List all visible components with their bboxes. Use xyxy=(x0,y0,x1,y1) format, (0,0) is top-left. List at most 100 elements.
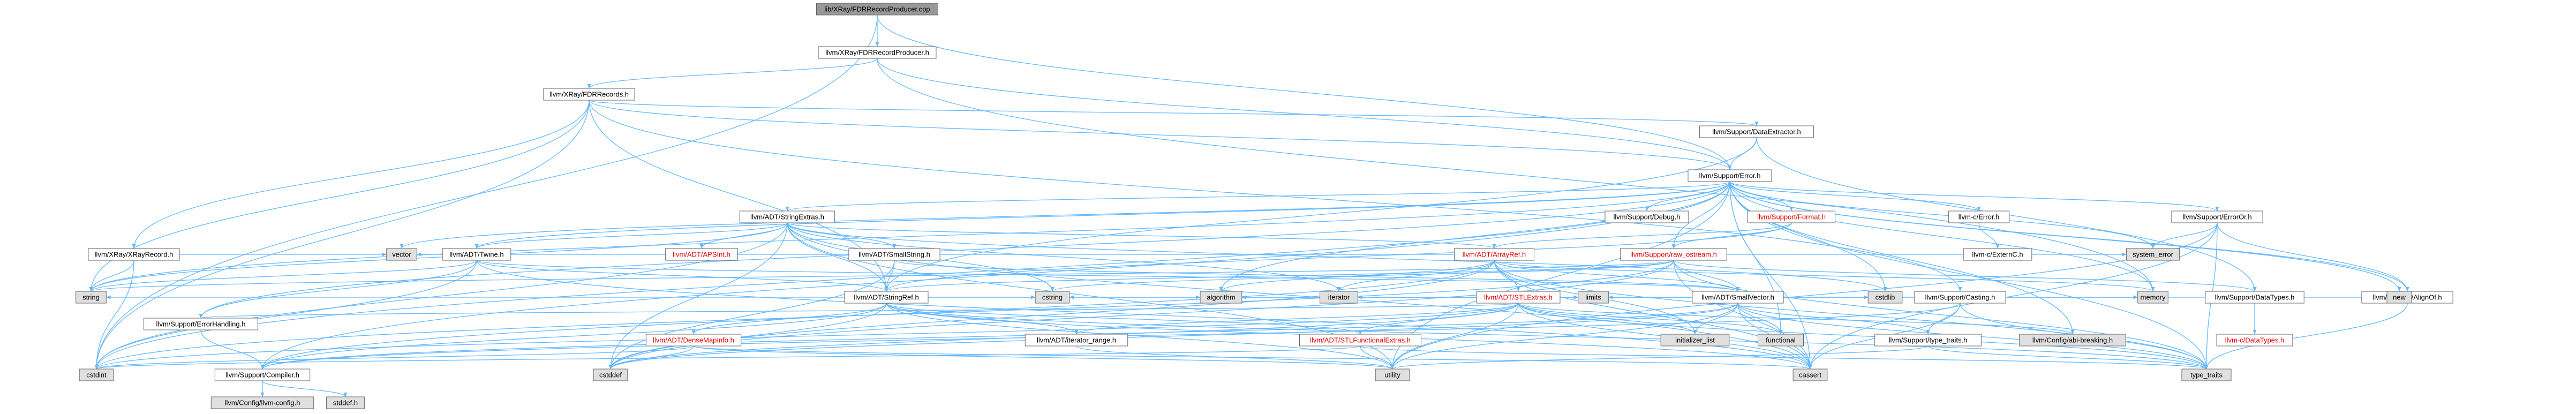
node-label: utility xyxy=(1384,371,1400,379)
node-datatypes-h[interactable]: llvm/Support/DataTypes.h xyxy=(2205,291,2304,304)
node-fdrrecords-h[interactable]: llvm/XRay/FDRRecords.h xyxy=(543,88,635,101)
edge-arrayref_h-to-type_traits xyxy=(1494,260,2209,370)
node-label: llvm/ADT/ArrayRef.h xyxy=(1463,251,1526,259)
edge-root-to-error_h xyxy=(877,14,1732,170)
node-fdrprod-h[interactable]: llvm/XRay/FDRRecordProducer.h xyxy=(818,46,937,59)
node-smallstring-h[interactable]: llvm/ADT/SmallString.h xyxy=(848,248,940,261)
node-box xyxy=(1867,291,1903,304)
node-stringref-h[interactable]: llvm/ADT/StringRef.h xyxy=(844,291,929,304)
node-cassert: cassert xyxy=(1792,368,1828,381)
node-stringextras-h[interactable]: llvm/ADT/StringExtras.h xyxy=(739,210,835,223)
node-label: llvm-c/Error.h xyxy=(1959,213,2000,221)
edge-smallvector_h-to-cstddef xyxy=(608,303,1738,370)
edge-twine_h-to-cstdint xyxy=(94,260,477,370)
node-label: new xyxy=(2393,293,2406,302)
node-box xyxy=(816,3,938,16)
header-nodes: lib/XRay/FDRRecordProducer.cpp llvm/XRay/… xyxy=(76,3,2453,409)
edge-casting_h-to-typetraits_h xyxy=(1926,303,1961,335)
edge-stlextras_h-to-errorhandling_h xyxy=(199,303,1519,319)
edge-fdrrecords_h-to-string xyxy=(89,100,590,292)
node-llvmc-error-h[interactable]: llvm-c/Error.h xyxy=(1948,210,2010,223)
node-label: cassert xyxy=(1799,371,1821,379)
edge-stringref_h-to-compiler_h xyxy=(260,303,887,370)
edge-stringref_h-to-stlfunctional_h xyxy=(886,303,1362,335)
node-cstdlib: cstdlib xyxy=(1867,291,1903,304)
node-llvmc-datatypes-h[interactable]: llvm-c/DataTypes.h xyxy=(2216,334,2293,347)
node-iterator-range-h[interactable]: llvm/ADT/iterator_range.h xyxy=(1025,334,1128,347)
node-box xyxy=(1699,125,1814,138)
node-label: cstdint xyxy=(86,371,107,379)
node-box xyxy=(1963,248,2032,261)
node-box xyxy=(1035,291,1070,304)
node-label: llvm/Config/abi-breaking.h xyxy=(2032,336,2113,344)
edge-error_h-to-memory xyxy=(1729,181,2155,292)
node-densemapinfo-h[interactable]: llvm/ADT/DenseMapInfo.h xyxy=(645,334,742,347)
node-box xyxy=(76,291,107,304)
node-stlfunctional-h[interactable]: llvm/ADT/STLFunctionalExtras.h xyxy=(1299,334,1421,347)
edge-compiler_h-to-stddef_h xyxy=(262,380,348,397)
node-label: llvm/XRay/FDRRecords.h xyxy=(549,91,629,99)
node-initializer-list: initializer_list xyxy=(1660,334,1730,347)
edge-stlextras_h-to-type_traits xyxy=(1518,303,2209,370)
node-box xyxy=(543,88,635,101)
node-dataext-h[interactable]: llvm/Support/DataExtractor.h xyxy=(1699,125,1814,138)
node-label: llvm/Support/Error.h xyxy=(1699,172,1761,180)
node-erroror-h[interactable]: llvm/Support/ErrorOr.h xyxy=(2171,210,2263,223)
edge-raw_ostream_h-to-cassert xyxy=(1673,260,1812,370)
node-cstdint: cstdint xyxy=(79,368,114,381)
edge-fdrprod_h-to-fdrrecords_h xyxy=(587,58,878,89)
node-box xyxy=(1874,334,1982,347)
node-box xyxy=(1454,248,1534,261)
edge-alignof_h-to-type_traits xyxy=(2204,303,2408,370)
node-label: lib/XRay/FDRRecordProducer.cpp xyxy=(824,5,930,13)
node-root[interactable]: lib/XRay/FDRRecordProducer.cpp xyxy=(816,3,938,16)
edge-densemapinfo_h-to-cstdint xyxy=(94,345,694,370)
edge-error_h-to-vector xyxy=(400,181,1730,249)
node-format-h[interactable]: llvm/Support/Format.h xyxy=(1747,210,1836,223)
edge-error_h-to-abibreaking_h xyxy=(1729,181,2075,335)
node-twine-h[interactable]: llvm/ADT/Twine.h xyxy=(442,248,511,261)
edge-root-to-cstdint xyxy=(94,14,878,370)
node-label: llvm/Support/raw_ostream.h xyxy=(1630,251,1717,259)
edge-stringref_h-to-type_traits xyxy=(886,303,2209,370)
node-label: llvm/Support/Format.h xyxy=(1757,213,1826,221)
node-debug-h[interactable]: llvm/Support/Debug.h xyxy=(1605,210,1689,223)
node-apsint-h[interactable]: llvm/ADT/APSInt.h xyxy=(665,248,738,261)
node-stlextras-h[interactable]: llvm/ADT/STLExtras.h xyxy=(1476,291,1561,304)
node-raw-ostream-h[interactable]: llvm/Support/raw_ostream.h xyxy=(1620,248,1727,261)
node-label: llvm/ADT/STLFunctionalExtras.h xyxy=(1310,336,1411,344)
node-label: llvm-c/ExternC.h xyxy=(1972,251,2023,259)
node-typetraits-h[interactable]: llvm/Support/type_traits.h xyxy=(1874,334,1982,347)
node-label: llvm/ADT/APSInt.h xyxy=(673,251,730,259)
node-limits: limits xyxy=(1578,291,1609,304)
node-label: llvm/XRay/XRayRecord.h xyxy=(95,251,174,259)
edge-stlextras_h-to-utility xyxy=(1390,303,1519,370)
node-compiler-h[interactable]: llvm/Support/Compiler.h xyxy=(214,368,311,381)
node-box xyxy=(144,318,258,330)
node-box xyxy=(214,368,311,381)
edge-stringextras_h-to-cstdint xyxy=(94,222,788,370)
node-box xyxy=(2137,291,2168,304)
node-smallvector-h[interactable]: llvm/ADT/SmallVector.h xyxy=(1692,291,1784,304)
node-externc-h[interactable]: llvm-c/ExternC.h xyxy=(1963,248,2032,261)
node-label: llvm/Support/Compiler.h xyxy=(225,371,299,379)
node-error-h[interactable]: llvm/Support/Error.h xyxy=(1688,169,1772,182)
edge-error_h-to-system_error xyxy=(1729,181,2155,249)
node-box xyxy=(2205,291,2304,304)
node-xrayrecord-h[interactable]: llvm/XRay/XRayRecord.h xyxy=(88,248,180,261)
edge-fdrrecords_h-to-error_h xyxy=(589,100,1732,170)
edge-error_h-to-new xyxy=(1729,181,2401,292)
node-arrayref-h[interactable]: llvm/ADT/ArrayRef.h xyxy=(1454,248,1534,261)
edge-error_h-to-llvmc_error_h xyxy=(1729,181,1981,212)
edge-fdrrecords_h-to-cstdint xyxy=(94,100,590,370)
edge-stringextras_h-to-cstddef xyxy=(608,222,788,370)
node-box xyxy=(844,291,929,304)
node-errorhandling-h[interactable]: llvm/Support/ErrorHandling.h xyxy=(144,318,258,330)
node-casting-h[interactable]: llvm/Support/Casting.h xyxy=(1914,291,2006,304)
edge-xrayrecord_h-to-cstdint xyxy=(94,260,134,370)
node-box xyxy=(88,248,180,261)
node-box xyxy=(210,396,314,409)
edge-error_h-to-string xyxy=(89,181,1730,292)
node-box xyxy=(1747,210,1836,223)
